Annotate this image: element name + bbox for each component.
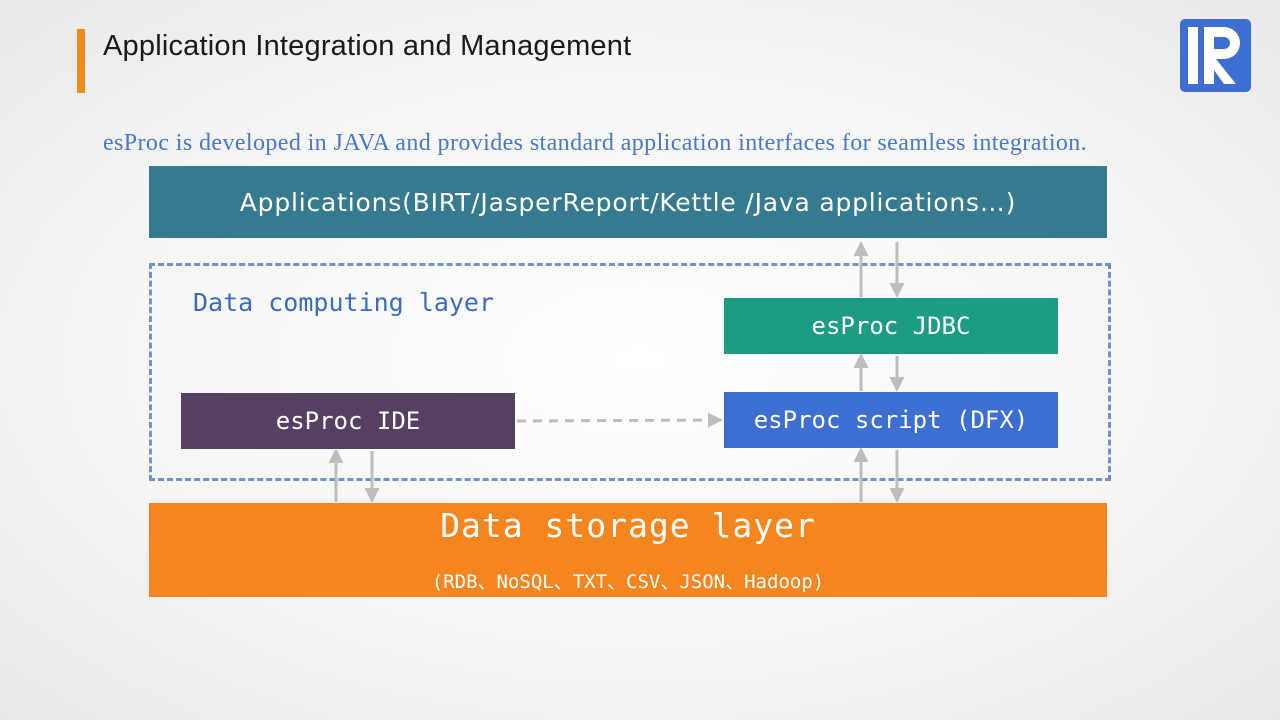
data-computing-layer-frame <box>149 263 1111 481</box>
data-storage-layer-box: Data storage layer (RDB、NoSQL、TXT、CSV、JS… <box>149 503 1107 597</box>
data-storage-layer-title: Data storage layer <box>440 506 816 545</box>
applications-box: Applications(BIRT/JasperReport/Kettle /J… <box>149 166 1107 238</box>
esproc-script-box: esProc script (DFX) <box>724 392 1058 448</box>
esproc-jdbc-box: esProc JDBC <box>724 298 1058 354</box>
raqsoft-r-logo-icon <box>1180 19 1251 92</box>
esproc-ide-box: esProc IDE <box>181 393 515 449</box>
data-computing-layer-label: Data computing layer <box>193 288 495 317</box>
intro-text: esProc is developed in JAVA and provides… <box>103 130 1088 156</box>
data-storage-layer-sources: (RDB、NoSQL、TXT、CSV、JSON、Hadoop) <box>431 571 825 593</box>
title-accent-bar <box>77 29 85 93</box>
page-title: Application Integration and Management <box>103 30 632 62</box>
